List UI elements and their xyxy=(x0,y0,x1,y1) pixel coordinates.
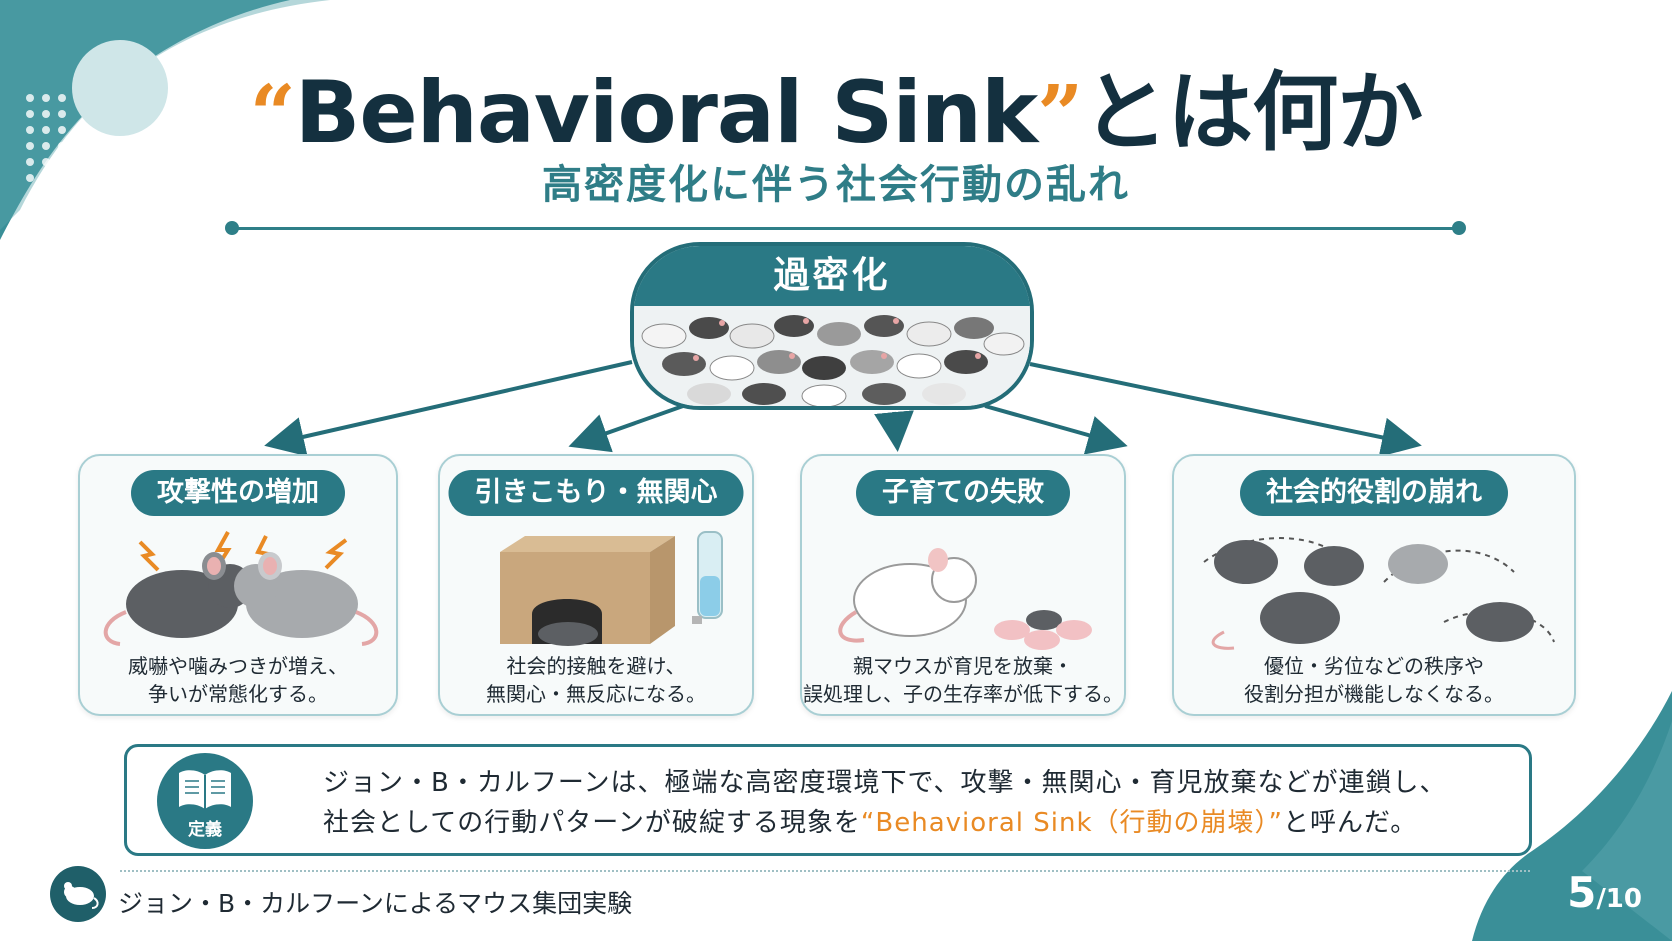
divider-line xyxy=(232,227,1460,230)
title-suffix: とは何か xyxy=(1082,63,1423,163)
corner-decoration xyxy=(0,0,330,240)
definition-badge-label: 定義 xyxy=(188,820,222,840)
definition-text: ジョン・B・カルフーンは、極端な高密度環境下で、攻撃・無関心・育児放棄などが連鎖… xyxy=(323,768,1447,838)
card-label: 社会的役割の崩れ xyxy=(1240,470,1508,516)
lightning-icon xyxy=(138,540,160,572)
hiding-mouse-illustration xyxy=(500,531,723,646)
definition-highlight: “Behavioral Sink（行動の崩壊）” xyxy=(860,808,1283,838)
arrow-to-card-4b xyxy=(1029,362,1422,458)
card-label: 子育ての失敗 xyxy=(856,470,1070,516)
book-icon xyxy=(179,770,231,809)
neglectful-parent-illustration xyxy=(838,548,1092,650)
mouse-icon xyxy=(50,866,106,922)
fighting-mice-illustration xyxy=(103,531,379,646)
card-description: 優位・劣位などの秩序や 役割分担が機能しなくなる。 xyxy=(1244,654,1504,706)
page-title: “Behavioral Sink”とは何か xyxy=(0,42,1672,167)
lightning-icon xyxy=(324,538,348,570)
arrow-to-card-1 xyxy=(264,360,633,457)
crowded-mice-illustration xyxy=(634,306,1030,406)
card-label: 引きこもり・無関心 xyxy=(448,470,744,516)
card-aggression: 攻撃性の増加 威嚇や噛みつきが増え、 争いが常態化する。 xyxy=(78,454,398,716)
arrow-to-card-4a xyxy=(984,404,1128,455)
card-description: 威嚇や噛みつきが増え、 争いが常態化する。 xyxy=(128,654,348,706)
divider-dot-right xyxy=(1452,221,1466,235)
scattered-mice-illustration xyxy=(1203,537,1555,650)
card-role-breakdown: 社会的役割の崩れ 優位・劣位などの秩序や 役割分担が機能しなくなる。 xyxy=(1172,454,1576,716)
title-close-quote: ” xyxy=(1037,67,1083,161)
arrow-to-card-3 xyxy=(874,410,914,452)
page-number: 5/10 xyxy=(1567,868,1642,917)
footer-divider xyxy=(120,870,1530,872)
card-description: 親マウスが育児を放棄・ 誤処理し、子の生存率が低下する。 xyxy=(803,654,1123,706)
title-main: Behavioral Sink xyxy=(294,63,1038,163)
corner-decoration-bottom xyxy=(1472,691,1672,941)
divider-dot-left xyxy=(225,221,239,235)
card-description: 社会的接触を避け、 無関心・無反応になる。 xyxy=(486,654,706,706)
card-withdrawal: 引きこもり・無関心 社会的接触を避け、 無関心・無反応になる。 xyxy=(438,454,754,716)
page-total: /10 xyxy=(1596,884,1642,914)
crowding-hub: 過密化 xyxy=(630,242,1034,410)
page-subtitle: 高密度化に伴う社会行動の乱れ xyxy=(542,162,1130,208)
definition-box: 定義 ジョン・B・カルフーンは、極端な高密度環境下で、攻撃・無関心・育児放棄など… xyxy=(124,744,1532,856)
page-current: 5 xyxy=(1567,868,1597,917)
definition-badge: 定義 xyxy=(157,753,253,849)
title-open-quote: “ xyxy=(249,67,296,161)
footer-caption: ジョン・B・カルフーンによるマウス集団実験 xyxy=(118,889,633,918)
card-label: 攻撃性の増加 xyxy=(131,470,345,516)
card-parenting-failure: 子育ての失敗 親マウスが育児を放棄・ 誤処理し、子の生存率が低下する。 xyxy=(800,454,1126,716)
hub-label: 過密化 xyxy=(634,246,1030,306)
